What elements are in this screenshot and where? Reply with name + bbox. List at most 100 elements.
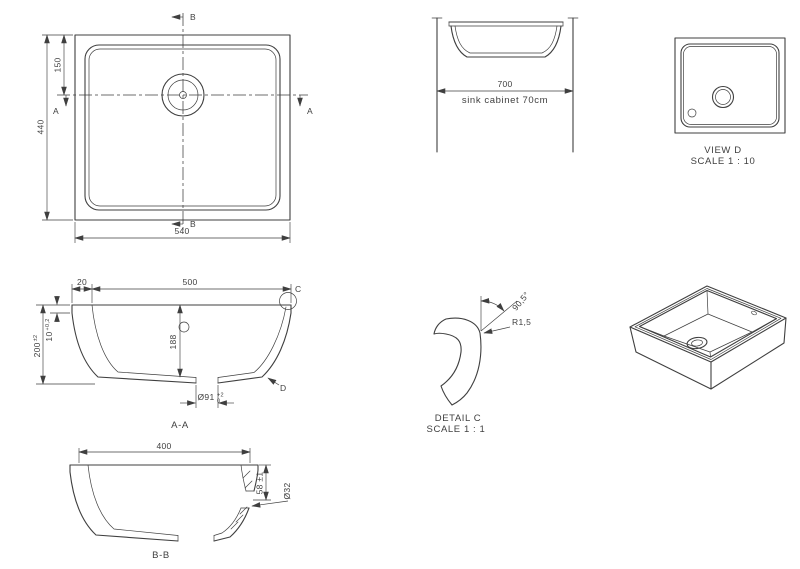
inner-profile-right-lower xyxy=(213,507,242,536)
section-label: B xyxy=(190,12,196,22)
dim-400: 400 xyxy=(78,441,251,463)
inner-profile-left xyxy=(91,304,197,378)
rim-mid-quad xyxy=(634,288,782,360)
overflow-hole-circle xyxy=(178,321,190,333)
detail-circle xyxy=(279,292,297,310)
bowl-rim-outline xyxy=(84,44,281,211)
bowl-rim-outline xyxy=(680,43,780,128)
view-d: VIEW D SCALE 1 : 10 xyxy=(674,37,786,167)
dim-58: 58 ±1 xyxy=(253,464,271,501)
dim-tolerance-lower: 0 xyxy=(217,399,220,405)
view-title: VIEW D xyxy=(704,145,741,156)
dim-text: 188 xyxy=(168,334,178,349)
dim-440: 440 xyxy=(36,34,73,221)
outer-profile-right-upper xyxy=(253,464,259,492)
hatch-tick xyxy=(230,521,239,530)
dim-200: 200±2 xyxy=(32,304,95,385)
detail-scale: SCALE 1 : 1 xyxy=(427,424,486,435)
radius-text: R1,5 xyxy=(512,317,531,327)
hatch-tick xyxy=(235,514,244,523)
section-aa-view: 20 500 10+0,2 200±2 188 Ø91 xyxy=(32,277,301,431)
bowl-inner-outline xyxy=(683,46,777,125)
radius-leader xyxy=(483,326,511,334)
bowl-inner-profile xyxy=(454,25,558,54)
hatch-tick xyxy=(239,506,248,515)
bowl-corner-edge xyxy=(709,351,711,358)
bowl-outer-profile xyxy=(450,25,562,58)
dim-700: 700 xyxy=(436,79,574,94)
section-label: A xyxy=(53,106,59,116)
dim-text: 500 xyxy=(182,277,197,287)
dim-540: 540 xyxy=(74,222,291,243)
dim-dia-32: Ø32 xyxy=(251,483,292,508)
angle-ext-line xyxy=(480,300,518,332)
leader-line xyxy=(267,377,280,386)
rim-inner-quad xyxy=(638,289,778,358)
leader-line xyxy=(251,500,289,508)
outer-profile-left xyxy=(71,304,197,384)
sink-profile xyxy=(448,21,564,58)
dim-text: Ø91 xyxy=(198,392,215,402)
dim-188: 188 xyxy=(168,304,183,378)
hatch-tick xyxy=(244,480,253,489)
dim-text: 20 xyxy=(77,277,87,287)
outer-profile-left xyxy=(69,464,179,542)
section-caption: A-A xyxy=(171,420,189,431)
detail-c-balloon: C xyxy=(279,284,301,310)
dim-10: 10+0,2 xyxy=(44,296,70,342)
inner-profile-left xyxy=(87,464,179,536)
dim-150: 150 xyxy=(53,34,67,96)
dim-text: 10+0,2 xyxy=(44,318,54,341)
angle-text: 90,5° xyxy=(510,290,531,313)
dim-drain-91: Ø91 +2 0 xyxy=(180,385,234,408)
dim-text: 440 xyxy=(36,119,46,134)
detail-title: DETAIL C xyxy=(435,413,482,424)
inner-profile-right xyxy=(217,306,287,378)
dim-500: 500 xyxy=(91,277,292,303)
detail-label: D xyxy=(280,383,286,393)
detail-c-view: 90,5° R1,5 DETAIL C SCALE 1 : 1 xyxy=(427,290,532,435)
section-caption: B-B xyxy=(152,550,170,561)
dim-text: 58 ±1 xyxy=(255,472,265,495)
dim-text: 200±2 xyxy=(32,335,42,358)
section-line-a: A A xyxy=(53,94,313,116)
overflow-dot xyxy=(751,310,757,316)
dim-text: Ø32 xyxy=(282,483,292,500)
section-bb-view: 400 58 ±1 Ø32 B-B xyxy=(69,441,292,561)
detail-d-callout: D xyxy=(267,377,286,393)
section-line-b: B B xyxy=(171,12,196,230)
inner-profile-right-upper xyxy=(240,464,247,492)
corner-section-hatched xyxy=(433,317,482,406)
sink-outer-outline xyxy=(674,37,786,134)
outer-wall-outline xyxy=(629,317,787,390)
bowl-corner-edge xyxy=(706,290,709,315)
plan-view: A A B B 440 150 540 xyxy=(36,12,313,243)
dim-text: 400 xyxy=(156,441,171,451)
rim-outer-quad xyxy=(629,285,787,363)
drain-inner-circle xyxy=(715,89,731,105)
dim-20: 20 xyxy=(71,277,93,303)
section-label: A xyxy=(307,106,313,116)
drain-inner-ellipse xyxy=(691,339,703,347)
bowl-corner-edge xyxy=(751,318,777,333)
hatch-tick xyxy=(242,470,251,479)
outer-profile-right-lower xyxy=(213,507,250,542)
view-scale: SCALE 1 : 10 xyxy=(691,156,756,167)
isometric-view xyxy=(629,285,787,390)
dim-text: 150 xyxy=(53,57,63,72)
outer-profile-right xyxy=(217,304,292,384)
wall-hatch-ticks xyxy=(230,470,253,530)
dim-tolerance-upper: +2 xyxy=(217,393,224,399)
dim-text: 700 xyxy=(497,79,512,89)
detail-label: C xyxy=(295,284,301,294)
sink-outer-outline xyxy=(74,34,291,221)
drain-ellipse xyxy=(686,336,708,350)
cabinet-caption: sink cabinet 70cm xyxy=(462,95,548,106)
cabinet-section-view: 700 sink cabinet 70cm xyxy=(431,17,579,153)
dim-text: 540 xyxy=(174,226,189,236)
angle-arc xyxy=(480,298,505,312)
small-hole-circle xyxy=(687,108,697,118)
section-label: B xyxy=(190,219,196,229)
